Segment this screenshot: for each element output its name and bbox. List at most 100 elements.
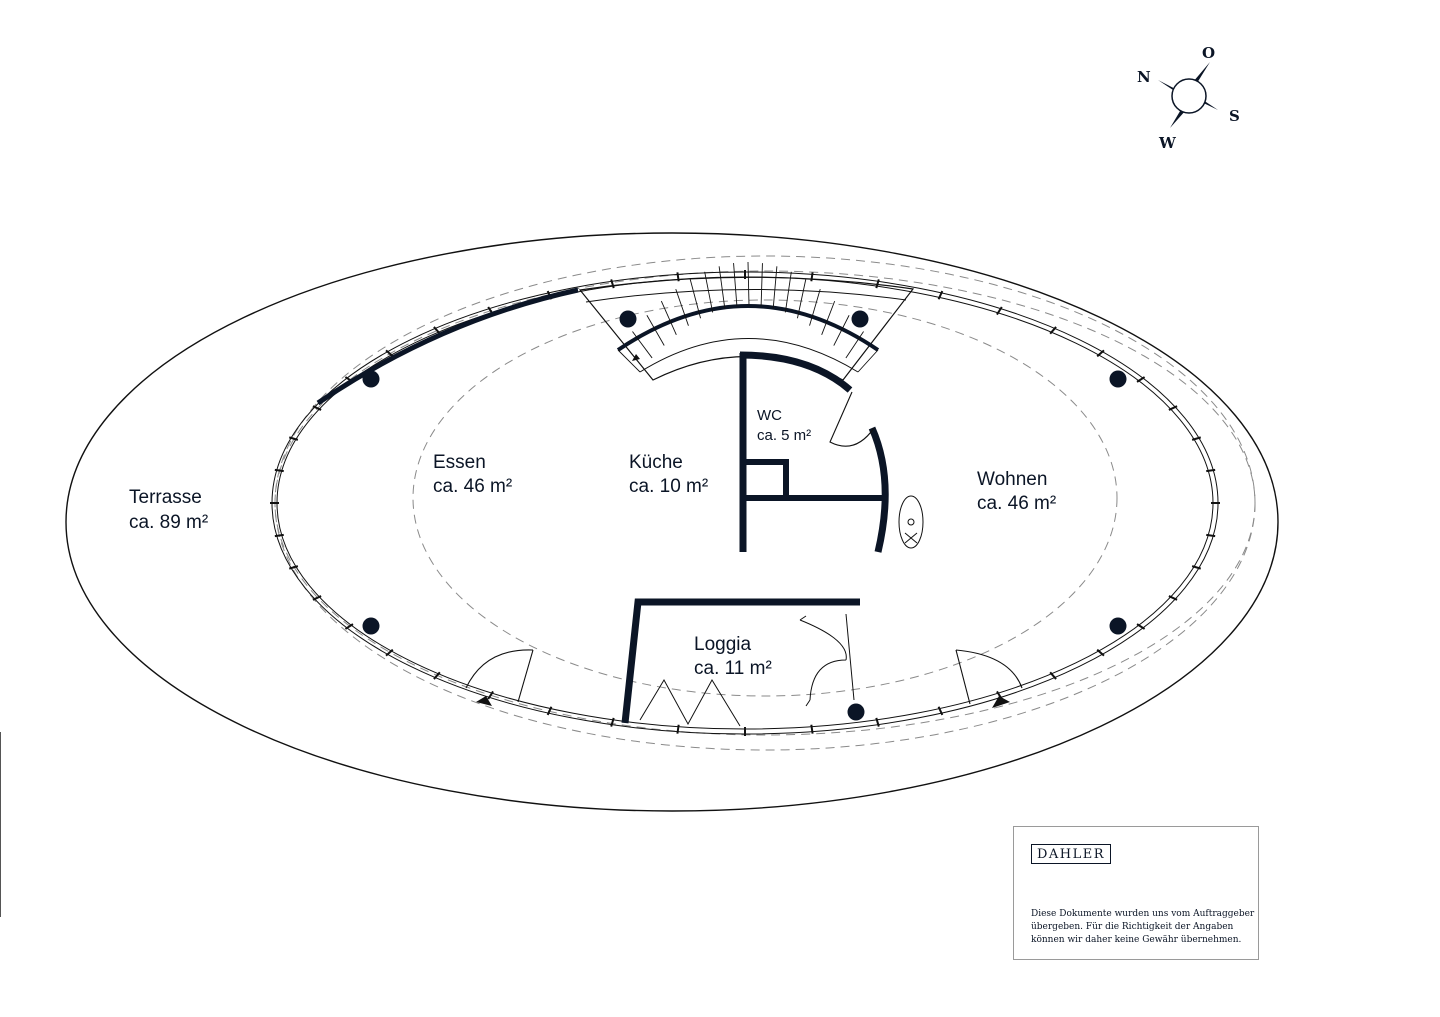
facade-mullion bbox=[1206, 533, 1216, 538]
loggia-wall bbox=[621, 598, 860, 724]
stair-step bbox=[784, 271, 792, 313]
terrace-door-right-arrow bbox=[992, 696, 1010, 708]
room-kueche-name: Küche bbox=[629, 452, 683, 473]
facade-mullion bbox=[312, 595, 322, 601]
facade-mullion bbox=[487, 690, 494, 700]
facade-mullion bbox=[937, 706, 944, 716]
room-terrasse-name: Terrasse bbox=[129, 487, 202, 508]
facade-mullion bbox=[546, 706, 553, 716]
facade-mullion bbox=[937, 290, 944, 300]
facade-mullion bbox=[1136, 376, 1146, 383]
facade-mullion bbox=[385, 349, 394, 358]
disclaimer-line-3: können wir daher keine Gewähr übernehmen… bbox=[1031, 935, 1242, 945]
terrace-outline bbox=[65, 232, 1279, 812]
facade-mullion bbox=[996, 306, 1003, 316]
loggia-door-frame bbox=[799, 615, 811, 707]
room-loggia-area: ca. 11 m² bbox=[694, 658, 772, 679]
stair-step bbox=[809, 289, 821, 326]
facade-mullion bbox=[1191, 565, 1202, 570]
room-wc-name: WC bbox=[757, 407, 782, 424]
facade-mullion bbox=[610, 279, 615, 289]
stair-step bbox=[733, 263, 738, 306]
column bbox=[362, 370, 380, 388]
room-terrasse-area: ca. 89 m² bbox=[129, 512, 208, 533]
facade-mullion bbox=[288, 436, 299, 441]
facade-mullion bbox=[1096, 648, 1105, 657]
facade-mullion bbox=[274, 468, 284, 473]
wc-door bbox=[829, 391, 875, 447]
disclaimer-line-1: Diese Dokumente wurden uns vom Auftragge… bbox=[1031, 909, 1255, 919]
room-loggia-name: Loggia bbox=[694, 634, 751, 655]
stair-step bbox=[632, 331, 653, 359]
column bbox=[619, 310, 637, 328]
stair-outer-arc bbox=[616, 304, 880, 352]
facade-mullion bbox=[344, 623, 354, 630]
washbasin-outline bbox=[898, 495, 924, 549]
column bbox=[851, 310, 869, 328]
loggia-folding-door bbox=[639, 678, 741, 727]
core-wall-shaft bbox=[743, 459, 789, 498]
column bbox=[362, 617, 380, 635]
stair-step bbox=[704, 271, 714, 313]
stair-step bbox=[845, 331, 864, 359]
stair-step bbox=[797, 279, 807, 319]
room-kueche-area: ca. 10 m² bbox=[629, 476, 708, 497]
loggia-door-right bbox=[799, 613, 855, 701]
room-essen-area: ca. 46 m² bbox=[433, 476, 512, 497]
compass-rose-icon: N O S W bbox=[1137, 44, 1240, 152]
facade-mullion bbox=[312, 405, 322, 411]
columns bbox=[362, 310, 1127, 721]
stair-step bbox=[821, 300, 836, 335]
washbasin-tap bbox=[904, 532, 918, 544]
stair-step bbox=[617, 349, 641, 373]
ceiling-line bbox=[412, 299, 1118, 697]
stair-inner-arc bbox=[639, 338, 859, 373]
facade-mullion bbox=[610, 717, 615, 727]
stair-step bbox=[772, 266, 778, 309]
facade-mullion bbox=[274, 533, 284, 538]
facade-mullion bbox=[1136, 623, 1146, 630]
stair-inner-line bbox=[585, 289, 907, 303]
stair-direction-arrow bbox=[632, 354, 640, 361]
core-wall-arc bbox=[739, 351, 853, 393]
facade-mullion bbox=[1096, 349, 1105, 358]
compass-north: N bbox=[1137, 68, 1151, 86]
column bbox=[1109, 370, 1127, 388]
disclaimer-line-2: übergeben. Für die Richtigkeit der Angab… bbox=[1031, 922, 1234, 932]
dahler-logo: DAHLER bbox=[1031, 844, 1112, 864]
facade-mullion bbox=[875, 279, 880, 289]
facade-mullion bbox=[1049, 326, 1057, 335]
room-essen-name: Essen bbox=[433, 452, 486, 473]
terrace-door-left bbox=[465, 649, 534, 703]
facade-mullion bbox=[433, 326, 441, 335]
facade-mullion bbox=[1206, 468, 1216, 473]
disclaimer-text: Diese Dokumente wurden uns vom Auftragge… bbox=[1031, 908, 1255, 947]
facade-mullion bbox=[676, 724, 680, 734]
stair-step bbox=[718, 266, 726, 309]
facade-mullion bbox=[1168, 405, 1178, 411]
column bbox=[847, 703, 865, 721]
room-wc-area: ca. 5 m² bbox=[757, 427, 811, 444]
stair-step bbox=[760, 263, 763, 306]
core-wall-arc-right bbox=[868, 426, 889, 553]
page-edge-line bbox=[0, 732, 1, 917]
stair-step bbox=[747, 261, 750, 306]
compass-west: W bbox=[1158, 134, 1177, 152]
facade-mullion bbox=[1191, 436, 1202, 441]
washbasin-drain bbox=[907, 518, 915, 526]
facade-mullion bbox=[1049, 671, 1057, 680]
stair-step bbox=[857, 349, 879, 373]
stair-step bbox=[646, 315, 665, 346]
facade-mullion bbox=[1168, 595, 1178, 601]
facade-mullion bbox=[385, 648, 394, 657]
column bbox=[1109, 617, 1127, 635]
stair-shaft bbox=[578, 276, 915, 381]
terrace-door-left-arrow bbox=[476, 696, 492, 706]
facade-mullion bbox=[810, 272, 814, 282]
stair-step bbox=[689, 279, 701, 319]
room-wohnen-name: Wohnen bbox=[977, 469, 1047, 490]
facade-mullion bbox=[810, 724, 814, 734]
facade-mullion bbox=[875, 717, 880, 727]
compass-south: S bbox=[1229, 107, 1240, 125]
facade-mullion bbox=[288, 565, 299, 570]
